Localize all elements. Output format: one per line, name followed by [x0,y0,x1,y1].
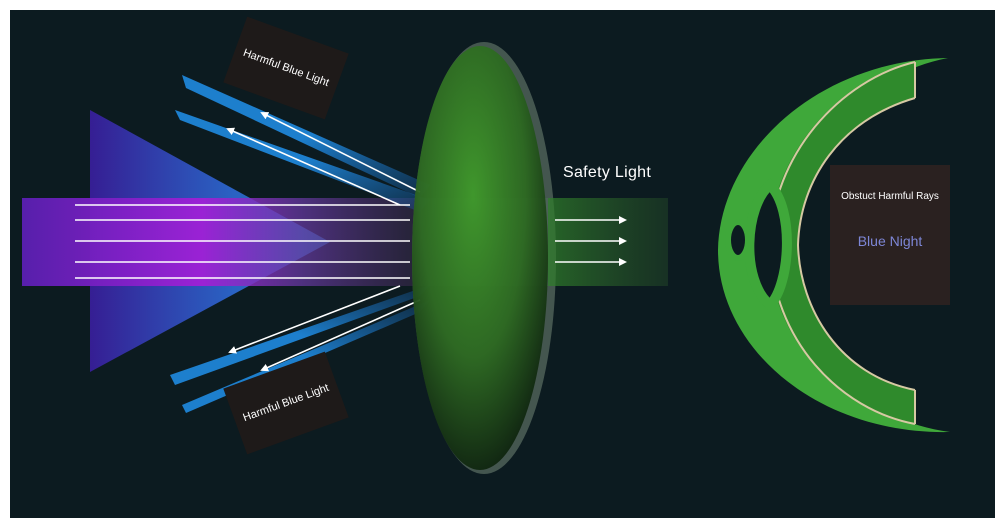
eye-inner-wall [768,62,915,424]
eye-inner-line [796,97,916,391]
harmful-arrow-top-2 [226,127,401,206]
harmful-beam-top-1 [182,75,430,198]
brand-label: Blue Night [857,233,923,249]
harmful-arrow-bottom-2 [260,299,421,372]
info-panel: Obstuct Harmful Rays Blue Night [830,165,950,305]
harmful-arrow-bottom-1 [228,285,401,354]
obstruct-harmful-rays-label: Obstuct Harmful Rays [841,191,939,202]
lens [412,46,548,470]
harmful-beam-bottom-1 [170,285,430,385]
eye-pupil [725,219,751,261]
harmful-beam-top-2 [175,110,430,212]
harmful-blue-light-top-label: Harmful Blue Light [241,46,331,90]
safety-light-band [548,198,668,286]
light-band [22,198,422,286]
harmful-arrow-top-1 [260,112,421,193]
safety-light-label: Safety Light [563,164,652,181]
eye-outer-arc [718,58,950,433]
harmful-blue-light-bottom-label: Harmful Blue Light [241,381,331,425]
eye-lens-shape [744,178,792,312]
